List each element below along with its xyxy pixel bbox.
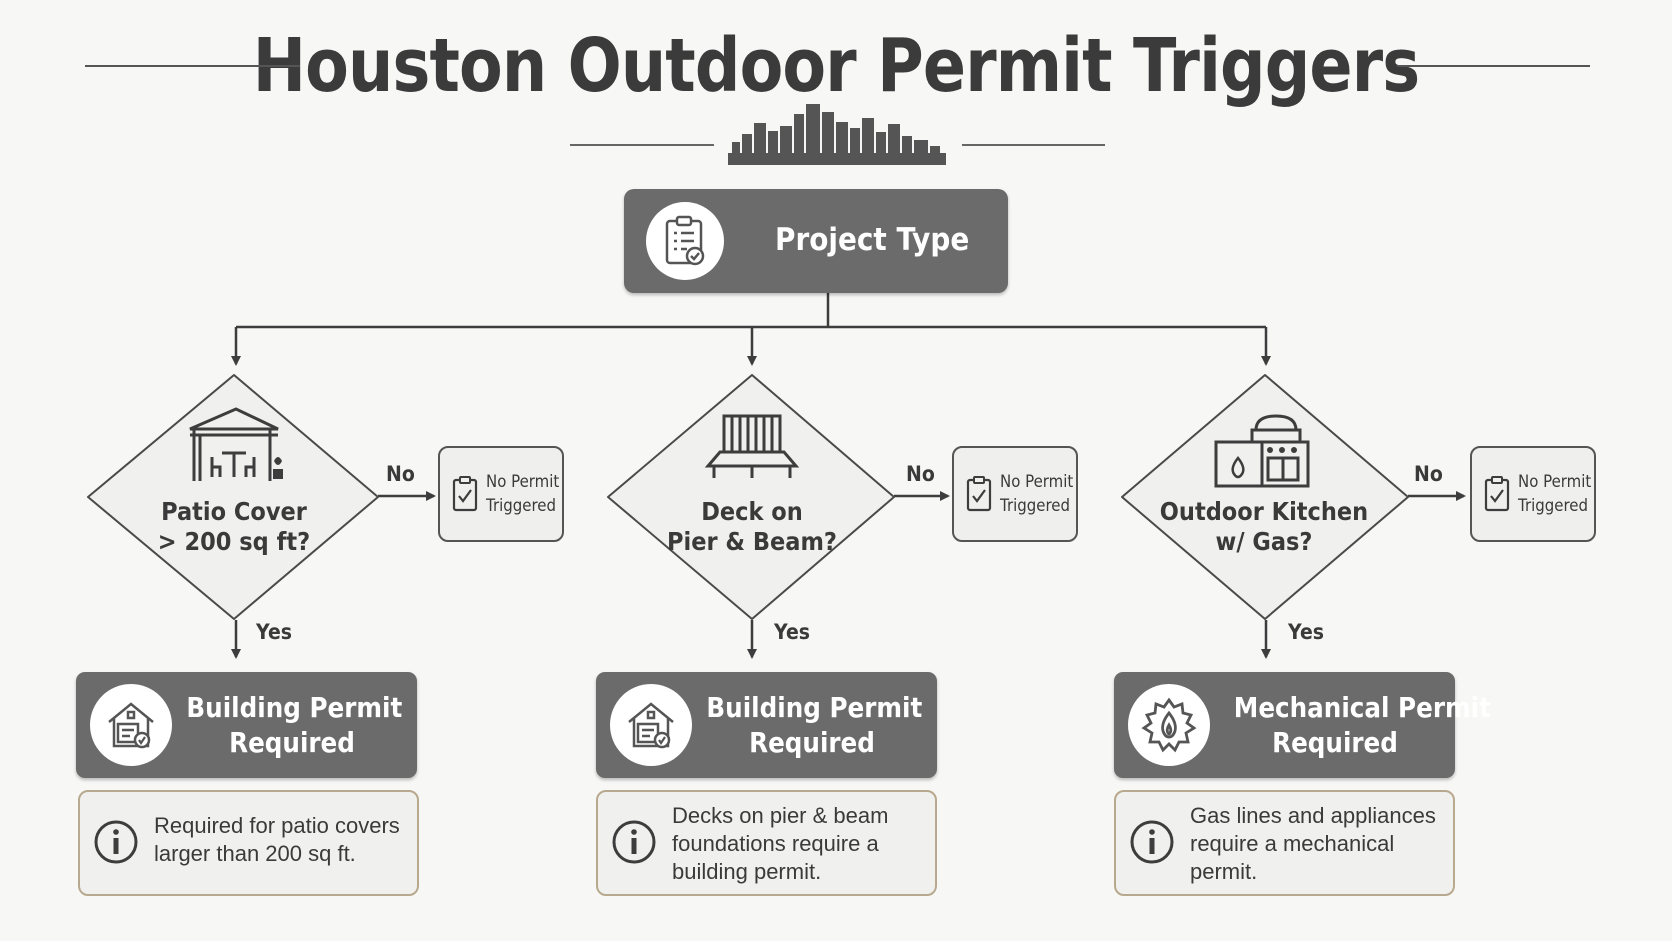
clipboard-check-icon: [452, 476, 478, 512]
info-icon: [94, 820, 138, 864]
info-icon: [612, 820, 656, 864]
info-icon: [1130, 820, 1174, 864]
no-label-deck: No: [906, 462, 935, 486]
decision-diamond-kitchen: [1121, 374, 1409, 620]
no-label-kitchen: No: [1414, 462, 1443, 486]
project-type-label: Project Type: [775, 222, 970, 258]
clipboard-check-icon: [966, 476, 992, 512]
city-skyline-icon: [728, 104, 946, 165]
decision-question-patio: Patio Cover> 200 sq ft?: [157, 497, 311, 556]
outdoor-kitchen-grill-icon: [1214, 414, 1310, 488]
yes-label-kitchen: Yes: [1288, 620, 1325, 644]
page-title: Houston Outdoor Permit Triggers: [252, 23, 1420, 109]
house-document-icon: [610, 684, 692, 766]
decision-diamond-patio: [87, 374, 379, 620]
yes-label-deck: Yes: [774, 620, 811, 644]
gear-flame-icon: [1128, 684, 1210, 766]
no-label-patio: No: [386, 462, 415, 486]
decision-diamond-deck: [607, 374, 895, 620]
yes-label-patio: Yes: [256, 620, 293, 644]
pergola-icon: [189, 407, 283, 481]
deck-icon: [704, 414, 800, 478]
clipboard-checklist-icon: [646, 202, 724, 280]
clipboard-check-icon: [1484, 476, 1510, 512]
house-document-icon: [90, 684, 172, 766]
